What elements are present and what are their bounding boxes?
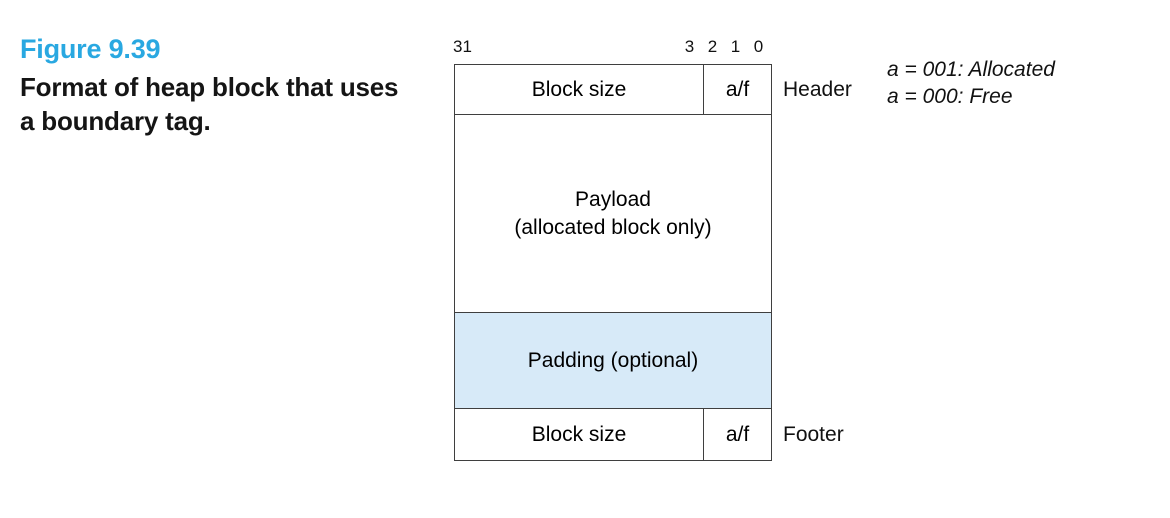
payload-line1: Payload (575, 187, 651, 211)
legend-free: a = 000: Free (887, 85, 1013, 108)
bit-label-0: 0 (753, 37, 764, 56)
figure-caption: Figure 9.39 Format of heap block that us… (20, 34, 402, 139)
legend-allocated: a = 001: Allocated (887, 58, 1055, 81)
padding-label: Padding (optional) (527, 348, 699, 372)
bit-label-1: 1 (730, 37, 741, 56)
bit-label-3: 3 (684, 37, 695, 56)
bit-label-2: 2 (707, 37, 718, 56)
allocated-free-legend: a = 001: Allocated a = 000: Free (887, 56, 1055, 110)
header-row: Block size a/f (455, 65, 771, 114)
padding-cell: Padding (optional) (455, 312, 771, 408)
figure-title: Format of heap block that uses a boundar… (20, 72, 399, 136)
bit-label-31: 31 (453, 37, 472, 56)
header-side-label: Header (783, 78, 852, 101)
heap-block-diagram: Block size a/f Payload (allocated block … (454, 64, 772, 461)
header-af-cell: a/f (703, 65, 771, 114)
payload-line2: (allocated block only) (514, 215, 712, 239)
footer-af-cell: a/f (703, 409, 771, 460)
footer-side-label: Footer (783, 423, 844, 446)
figure-number: Figure 9.39 (20, 34, 161, 64)
payload-cell: Payload (allocated block only) (455, 114, 771, 312)
footer-row: Block size a/f (455, 408, 771, 460)
footer-block-size-cell: Block size (531, 422, 627, 446)
header-block-size-cell: Block size (531, 77, 627, 101)
bit-labels-3210: 3 2 1 0 (678, 37, 770, 57)
